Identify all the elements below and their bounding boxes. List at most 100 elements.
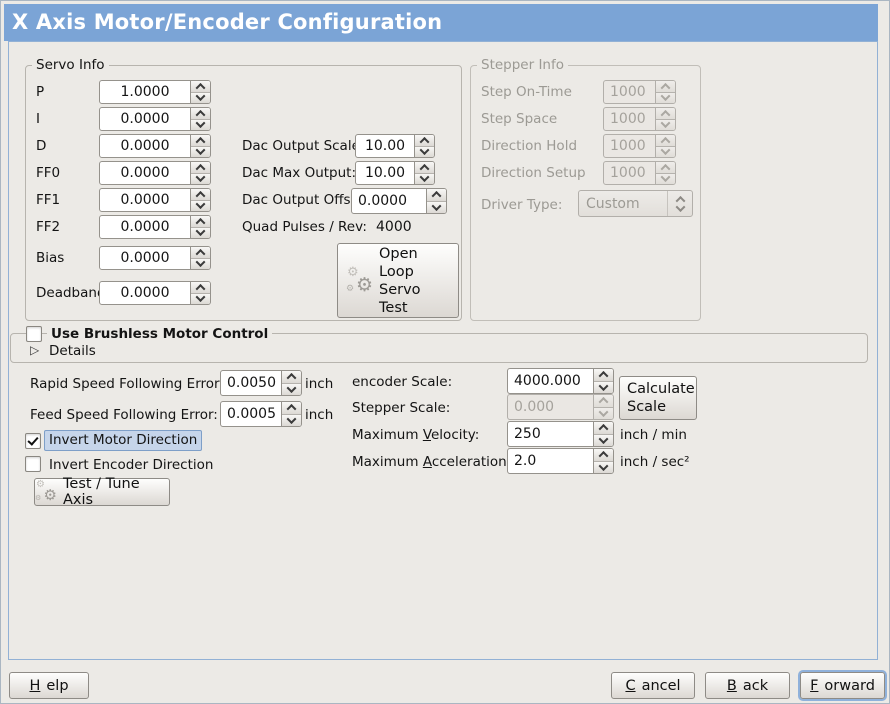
invert-encoder-direction-checkbox[interactable] — [25, 456, 41, 472]
direction-setup-value: 1000 — [610, 165, 646, 181]
spin-up-button[interactable] — [415, 135, 434, 147]
spin-down-button[interactable] — [415, 172, 434, 184]
spin-buttons — [190, 216, 210, 238]
spin-buttons — [190, 162, 210, 184]
ff1-value[interactable]: 0.0000 — [120, 192, 170, 208]
max-velocity-spinbox[interactable]: 250 — [507, 421, 614, 447]
invert-motor-direction-checkbox[interactable] — [25, 433, 41, 449]
spin-up-button — [656, 108, 675, 120]
spin-buttons — [655, 135, 675, 157]
chevron-down-icon — [598, 460, 609, 471]
rapid-following-error-value[interactable]: 0.0050 — [227, 375, 276, 391]
spin-up-button[interactable] — [191, 282, 210, 294]
spin-up-button[interactable] — [191, 81, 210, 93]
details-expander-label[interactable]: Details — [49, 343, 96, 359]
spin-down-button[interactable] — [191, 145, 210, 157]
spin-down-button[interactable] — [282, 382, 301, 395]
dac-output-scale-value[interactable]: 10.00 — [364, 138, 406, 154]
stepper-info-frame: Stepper Info Step On-Time Step Space Dir… — [470, 56, 701, 321]
spin-down-button[interactable] — [191, 172, 210, 184]
open-loop-servo-test-button[interactable]: Open Loop Servo Test — [337, 243, 459, 318]
spin-down-button[interactable] — [191, 91, 210, 103]
step-on-time-spinbox: 1000 — [603, 80, 676, 104]
dac-output-scale-spinbox[interactable]: 10.00 — [355, 134, 435, 158]
use-brushless-checkbox[interactable] — [26, 326, 42, 342]
spin-up-button[interactable] — [191, 189, 210, 201]
deadband-spinbox[interactable]: 0.0000 — [99, 281, 211, 305]
servo-info-frame-label: Servo Info — [32, 56, 109, 74]
ff2-value[interactable]: 0.0000 — [120, 219, 170, 235]
calculate-scale-button[interactable]: Calculate Scale — [619, 376, 697, 420]
dac-output-offset-spinbox[interactable]: 0.0000 — [351, 188, 447, 214]
spin-buttons — [414, 135, 434, 157]
spin-down-button[interactable] — [191, 257, 210, 269]
d-value[interactable]: 0.0000 — [120, 138, 170, 154]
spin-up-button[interactable] — [594, 449, 613, 462]
direction-setup-spinbox: 1000 — [603, 161, 676, 185]
encoder-scale-spinbox[interactable]: 4000.000 — [507, 368, 614, 394]
p-spinbox[interactable]: 1.0000 — [99, 80, 211, 104]
d-spinbox[interactable]: 0.0000 — [99, 134, 211, 158]
spin-up-button[interactable] — [191, 108, 210, 120]
invert-motor-direction-label[interactable]: Invert Motor Direction — [44, 430, 203, 451]
spin-down-button[interactable] — [594, 380, 613, 393]
chevron-down-icon — [598, 433, 609, 444]
spin-buttons — [655, 81, 675, 103]
spin-down-button[interactable] — [191, 226, 210, 238]
spin-down-button[interactable] — [191, 118, 210, 130]
driver-type-value: Custom — [586, 195, 640, 212]
chevron-down-icon — [195, 199, 206, 210]
spin-buttons — [593, 395, 613, 419]
details-expander-triangle-icon[interactable] — [30, 341, 39, 359]
bias-spinbox[interactable]: 0.0000 — [99, 246, 211, 270]
spin-up-button[interactable] — [594, 369, 613, 382]
invert-encoder-direction-label[interactable]: Invert Encoder Direction — [49, 457, 214, 473]
i-spinbox[interactable]: 0.0000 — [99, 107, 211, 131]
chevron-down-icon — [660, 118, 671, 129]
dac-max-output-value[interactable]: 10.00 — [364, 165, 406, 181]
spin-down-button — [656, 172, 675, 184]
spin-up-button[interactable] — [191, 135, 210, 147]
feed-following-error-spinbox[interactable]: 0.0005 — [220, 401, 302, 427]
spin-up-button[interactable] — [594, 422, 613, 435]
p-value[interactable]: 1.0000 — [120, 84, 170, 100]
spin-up-button[interactable] — [191, 162, 210, 174]
ff2-spinbox[interactable]: 0.0000 — [99, 215, 211, 239]
deadband-value[interactable]: 0.0000 — [120, 285, 170, 301]
max-acceleration-value[interactable]: 2.0 — [514, 453, 537, 469]
spin-down-button[interactable] — [415, 145, 434, 157]
max-acceleration-spinbox[interactable]: 2.0 — [507, 448, 614, 474]
dac-output-offset-value[interactable]: 0.0000 — [358, 193, 407, 209]
test-tune-axis-button[interactable]: Test / Tune Axis — [34, 476, 170, 508]
spin-up-button[interactable] — [282, 371, 301, 384]
bias-value[interactable]: 0.0000 — [120, 250, 170, 266]
dac-max-output-spinbox[interactable]: 10.00 — [355, 161, 435, 185]
encoder-scale-value[interactable]: 4000.000 — [514, 373, 581, 389]
spin-down-button[interactable] — [594, 433, 613, 446]
spin-buttons — [593, 422, 613, 446]
spin-down-button[interactable] — [594, 460, 613, 473]
spin-up-button[interactable] — [415, 162, 434, 174]
spin-down-button[interactable] — [282, 413, 301, 426]
spin-up-button[interactable] — [191, 247, 210, 259]
feed-following-error-value[interactable]: 0.0005 — [227, 406, 276, 422]
use-brushless-label[interactable]: Use Brushless Motor Control — [47, 325, 273, 343]
ff0-spinbox[interactable]: 0.0000 — [99, 161, 211, 185]
ff0-value[interactable]: 0.0000 — [120, 165, 170, 181]
spin-up-button[interactable] — [282, 402, 301, 415]
spin-up-button[interactable] — [427, 189, 446, 202]
direction-hold-value: 1000 — [610, 138, 646, 154]
spin-up-button[interactable] — [191, 216, 210, 228]
spin-down-button — [656, 145, 675, 157]
ff1-spinbox[interactable]: 0.0000 — [99, 188, 211, 212]
spin-down-button[interactable] — [191, 199, 210, 211]
spin-down-button[interactable] — [427, 200, 446, 213]
i-value[interactable]: 0.0000 — [120, 111, 170, 127]
spin-down-button[interactable] — [191, 292, 210, 304]
max-velocity-value[interactable]: 250 — [514, 426, 541, 442]
rapid-following-error-spinbox[interactable]: 0.0050 — [220, 370, 302, 396]
